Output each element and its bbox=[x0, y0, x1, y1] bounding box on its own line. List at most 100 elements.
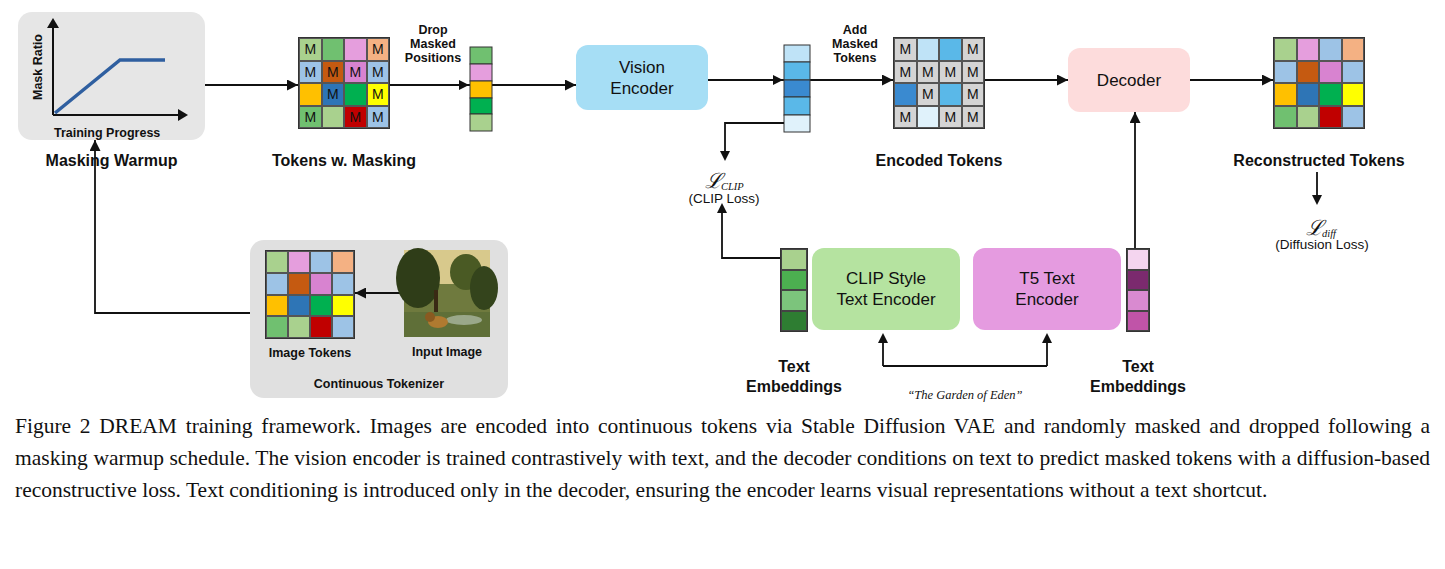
embedding-cell bbox=[1127, 249, 1149, 270]
mask-mark: M bbox=[899, 110, 911, 124]
token-cell bbox=[894, 83, 917, 106]
token-cell bbox=[917, 38, 940, 61]
flow-arrow bbox=[390, 84, 576, 86]
embedding-cell bbox=[781, 270, 807, 291]
mask-mark: M bbox=[899, 42, 911, 56]
mask-mark: M bbox=[922, 87, 934, 101]
token-cell: M bbox=[894, 61, 917, 84]
box-label: T5 Text Encoder bbox=[1005, 268, 1090, 310]
mask-mark: M bbox=[944, 65, 956, 79]
token-cell bbox=[288, 316, 310, 338]
loss-name: (Diffusion Loss) bbox=[1262, 237, 1382, 252]
box-label: Decoder bbox=[1097, 70, 1161, 91]
leader-line bbox=[1316, 172, 1318, 196]
token-cell bbox=[332, 273, 354, 295]
loss-symbol: ℒ bbox=[705, 166, 722, 194]
embedding-cell bbox=[1127, 270, 1149, 291]
token-cell bbox=[1274, 38, 1297, 61]
token-cell: M bbox=[299, 38, 322, 61]
embedding-column: Text Embeddings bbox=[780, 248, 808, 332]
masked-token-grid: MMMMMMMMMMMTokens w. Masking bbox=[298, 37, 390, 129]
flow-arrow bbox=[205, 84, 298, 86]
node-label: Tokens w. Masking bbox=[272, 152, 416, 170]
token-cell: M bbox=[322, 61, 345, 84]
schedule-panel: Mask RatioTraining ProgressMasking Warmu… bbox=[18, 12, 205, 140]
token-cell bbox=[310, 316, 332, 338]
node-label: Masking Warmup bbox=[46, 152, 178, 170]
arrow-head bbox=[459, 80, 469, 90]
flow-arrow bbox=[708, 79, 893, 81]
reconstructed-token-grid: Reconstructed Tokens bbox=[1273, 37, 1365, 129]
flow-arrow bbox=[985, 79, 1068, 81]
token-cell bbox=[299, 83, 322, 106]
token-cell: M bbox=[299, 106, 322, 129]
mask-mark: M bbox=[304, 42, 316, 56]
mask-mark: M bbox=[372, 65, 384, 79]
token-cell bbox=[310, 295, 332, 317]
text-encoder-box: CLIP Style Text Encoder bbox=[812, 248, 960, 330]
arrow-head bbox=[720, 151, 730, 161]
node-label: Encoded Tokens bbox=[876, 152, 1003, 170]
token-cell bbox=[322, 38, 345, 61]
embedding-cell bbox=[1127, 311, 1149, 332]
embedding-column: Text Embeddings bbox=[1126, 248, 1150, 332]
prompt-text: “The Garden of Eden” bbox=[885, 388, 1045, 403]
token-cell bbox=[288, 295, 310, 317]
node-label: Continuous Tokenizer bbox=[250, 377, 508, 391]
token-cell bbox=[1342, 38, 1365, 61]
mask-mark: M bbox=[944, 110, 956, 124]
token-cell bbox=[266, 316, 288, 338]
token-cell: M bbox=[367, 106, 390, 129]
token-cell bbox=[1319, 83, 1342, 106]
prompt-bracket bbox=[883, 342, 1047, 366]
figure-caption: Figure 2 DREAM training framework. Image… bbox=[15, 410, 1430, 506]
encoded-token-grid: MMMMMMMMMMMEncoded Tokens bbox=[893, 37, 985, 129]
mask-mark: M bbox=[967, 42, 979, 56]
mask-mark: M bbox=[967, 87, 979, 101]
edge-label: Drop Masked Positions bbox=[402, 23, 464, 65]
token-cell bbox=[939, 83, 962, 106]
token-cell bbox=[939, 38, 962, 61]
token-cell bbox=[322, 106, 345, 129]
token-cell bbox=[1297, 61, 1320, 84]
box-label: Vision Encoder bbox=[597, 57, 687, 99]
token-cell: M bbox=[962, 83, 985, 106]
token-cell bbox=[1274, 106, 1297, 129]
mask-mark: M bbox=[372, 42, 384, 56]
loss-name: (CLIP Loss) bbox=[684, 191, 764, 206]
token-cell bbox=[1342, 83, 1365, 106]
box-label: CLIP Style Text Encoder bbox=[830, 268, 942, 310]
leader-line bbox=[722, 212, 780, 258]
arrow-head bbox=[878, 333, 888, 343]
mask-mark: M bbox=[304, 110, 316, 124]
token-cell: M bbox=[367, 38, 390, 61]
token-cell bbox=[310, 273, 332, 295]
token-cell bbox=[332, 251, 354, 273]
mask-mark: M bbox=[372, 110, 384, 124]
leader-line bbox=[725, 123, 784, 152]
token-cell bbox=[288, 251, 310, 273]
arrow-head bbox=[773, 75, 783, 85]
token-cell: M bbox=[939, 61, 962, 84]
edge-label: Add Masked Tokens bbox=[824, 23, 886, 65]
token-cell: M bbox=[367, 61, 390, 84]
kept-token-column bbox=[470, 47, 492, 131]
arrow-head bbox=[1042, 333, 1052, 343]
token-cell: M bbox=[344, 106, 367, 129]
flow-arrow bbox=[1190, 79, 1273, 81]
token-cell bbox=[1342, 106, 1365, 129]
node-label: Mask Ratio bbox=[31, 27, 45, 107]
token-cell bbox=[1297, 106, 1320, 129]
token-cell bbox=[332, 295, 354, 317]
mask-mark: M bbox=[327, 87, 339, 101]
encoded-token-column bbox=[784, 45, 810, 132]
arrow-head bbox=[1312, 195, 1322, 205]
token-cell bbox=[1319, 106, 1342, 129]
token-cell: M bbox=[917, 83, 940, 106]
token-cell bbox=[1319, 38, 1342, 61]
embedding-cell bbox=[781, 249, 807, 270]
token-cell: M bbox=[917, 61, 940, 84]
mask-mark: M bbox=[349, 65, 361, 79]
token-cell: M bbox=[322, 83, 345, 106]
